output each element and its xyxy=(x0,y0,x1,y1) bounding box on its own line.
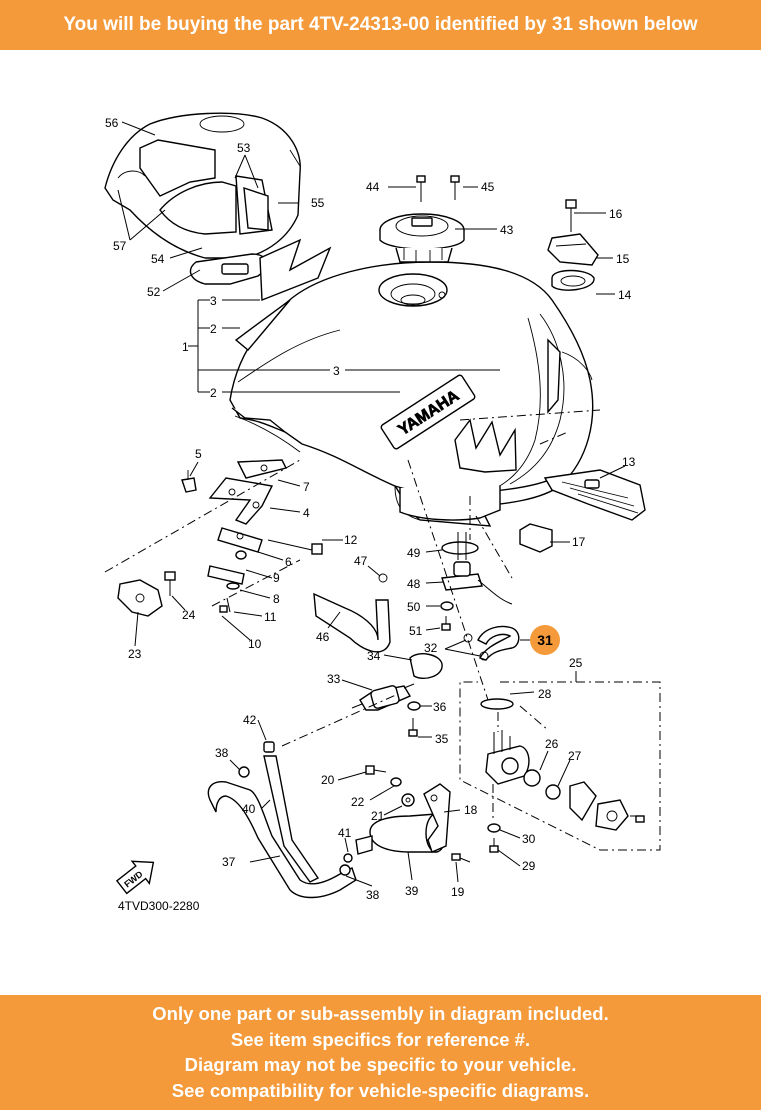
callout-label: 35 xyxy=(435,732,449,746)
callout-label: 50 xyxy=(407,600,421,614)
side-rubber-part xyxy=(543,469,646,521)
callout-label: 38 xyxy=(366,888,380,902)
mount-bracket-part xyxy=(547,199,599,291)
callout-label: 8 xyxy=(273,592,280,606)
callout-label: 43 xyxy=(500,223,514,237)
callout-labels: 1 2 2 3 3 4 5 6 7 8 9 10 11 12 13 14 15 … xyxy=(105,116,636,902)
callout-label: 29 xyxy=(522,859,536,873)
callout-label: 51 xyxy=(409,624,423,638)
disclaimer-banner: Only one part or sub-assembly in diagram… xyxy=(0,995,761,1110)
mount-plate-part xyxy=(207,527,323,613)
callout-label: 3 xyxy=(333,364,340,378)
callout-label: 15 xyxy=(616,252,630,266)
highlight-number: 31 xyxy=(537,632,553,648)
callout-label: 13 xyxy=(622,455,636,469)
forward-arrow-icon: FWD xyxy=(115,860,155,895)
callout-label: 4 xyxy=(303,506,310,520)
fuel-hose-31-part xyxy=(463,625,520,661)
callout-label: 53 xyxy=(237,141,251,155)
fuel-cock-part xyxy=(440,532,513,631)
bracket-23-part xyxy=(117,571,176,617)
callout-label: 41 xyxy=(338,826,352,840)
callout-label: 45 xyxy=(481,180,495,194)
disclaimer-line: Diagram may not be specific to your vehi… xyxy=(184,1054,577,1075)
callout-label: 1 xyxy=(182,340,189,354)
callout-label: 46 xyxy=(316,630,330,644)
callout-label: 47 xyxy=(354,554,368,568)
breather-hose-part xyxy=(313,573,391,653)
fuel-hose-37-part xyxy=(207,741,357,899)
fuel-cock-assembly-part xyxy=(459,681,661,853)
diagram-code: 4TVD300-2280 xyxy=(118,899,200,913)
damper-block-part xyxy=(519,523,553,553)
callout-label: 33 xyxy=(327,672,341,686)
fuel-pump-part xyxy=(355,765,471,863)
callout-label: 49 xyxy=(407,546,421,560)
callout-label: 36 xyxy=(433,700,447,714)
seat-cover-part xyxy=(104,112,301,285)
part-info-text: You will be buying the part 4TV-24313-00… xyxy=(63,14,698,35)
callout-label: 23 xyxy=(128,647,142,661)
callout-label: 56 xyxy=(105,116,119,130)
disclaimer-line: Only one part or sub-assembly in diagram… xyxy=(152,1003,609,1024)
callout-label: 34 xyxy=(367,649,381,663)
fuel-tank-part: YAMAHA xyxy=(229,238,594,527)
callout-label: 26 xyxy=(545,737,559,751)
callout-label: 5 xyxy=(195,447,202,461)
callout-label: 18 xyxy=(464,803,478,817)
highlight-circle xyxy=(530,625,560,655)
callout-label: 38 xyxy=(215,746,229,760)
callout-label: 2 xyxy=(210,386,217,400)
callout-label: 20 xyxy=(321,773,335,787)
callout-label: 54 xyxy=(151,252,165,266)
callout-label: 27 xyxy=(568,749,582,763)
callout-label: 2 xyxy=(210,322,217,336)
callout-label: 10 xyxy=(248,637,262,651)
highlighted-part-callout: 31 xyxy=(530,625,560,655)
disclaimer-line: See compatibility for vehicle-specific d… xyxy=(171,1079,590,1101)
callout-label: 9 xyxy=(273,571,280,585)
callout-label: 37 xyxy=(222,855,236,869)
parts-diagram: YAMAHA xyxy=(104,112,661,913)
callout-label: 42 xyxy=(243,713,257,727)
callout-label: 6 xyxy=(285,555,292,569)
callout-label: 44 xyxy=(366,180,380,194)
callout-label: 21 xyxy=(371,809,385,823)
callout-label: 22 xyxy=(351,795,365,809)
callout-label: 39 xyxy=(405,884,419,898)
tank-bracket-part xyxy=(181,459,288,525)
callout-label: 57 xyxy=(113,239,127,253)
callout-label: 52 xyxy=(147,285,161,299)
callout-label: 40 xyxy=(242,802,256,816)
callout-label: 24 xyxy=(182,608,196,622)
callout-label: 3 xyxy=(210,294,217,308)
callout-label: 7 xyxy=(303,480,310,494)
callout-label: 32 xyxy=(424,641,438,655)
callout-label: 55 xyxy=(311,196,325,210)
disclaimer-line: See item specifics for reference #. xyxy=(230,1028,531,1050)
callout-label: 28 xyxy=(538,687,552,701)
callout-label: 19 xyxy=(451,885,465,899)
fuel-filter-part xyxy=(351,653,443,737)
callout-label: 48 xyxy=(407,577,421,591)
callout-label: 25 xyxy=(569,656,583,670)
leader-lines xyxy=(104,121,640,887)
callout-label: 30 xyxy=(522,832,536,846)
callout-label: 16 xyxy=(609,207,623,221)
callout-label: 12 xyxy=(344,533,358,547)
callout-label: 14 xyxy=(618,288,632,302)
fuel-cap-part xyxy=(379,175,465,263)
callout-label: 17 xyxy=(572,535,586,549)
part-info-banner: You will be buying the part 4TV-24313-00… xyxy=(0,0,761,50)
callout-label: 11 xyxy=(264,610,277,624)
